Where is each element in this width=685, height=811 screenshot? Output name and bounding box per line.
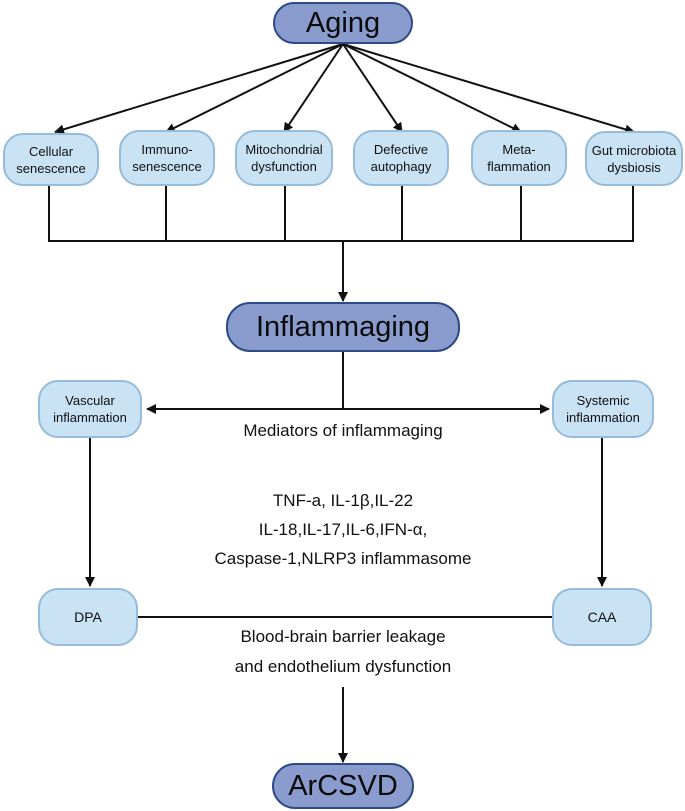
caa-node: CAA [552, 588, 652, 646]
arrow-aging-to-cellular [54, 43, 344, 135]
dpa-node: DPA [38, 588, 138, 646]
arrow-aging-to-mito [283, 43, 344, 133]
mediators-list: TNF-a, IL-1β,IL-22 IL-18,IL-17,IL-6,IFN-… [214, 491, 472, 568]
vascular-inflammation-node: Vascular inflammation [38, 380, 142, 438]
cause-immunosenescence: Immuno- senescence [119, 130, 215, 186]
inflammaging-node: Inflammaging [226, 302, 460, 352]
arrow-aging-to-immuno [165, 43, 344, 133]
cause-mitochondrial-dysfunction: Mitochondrial dysfunction [235, 130, 333, 186]
arrow-aging-to-autophagy [342, 43, 403, 133]
mediators-title: Mediators of inflammaging [243, 421, 443, 440]
cause-gut-microbiota-dysbiosis: Gut microbiota dysbiosis [585, 131, 683, 186]
cause-cellular-senescence: Cellular senescence [3, 133, 99, 186]
aging-node: Aging [273, 2, 413, 44]
cause-metaflammation: Meta- flammation [471, 130, 567, 186]
systemic-inflammation-node: Systemic inflammation [552, 380, 654, 438]
cause-defective-autophagy: Defective autophagy [353, 130, 449, 186]
arrow-aging-to-meta [342, 43, 522, 133]
arcsvd-node: ArCSVD [272, 763, 414, 809]
bbb-leakage-text: Blood-brain barrier leakage and endothel… [234, 627, 452, 676]
arrow-aging-to-gut [342, 43, 635, 135]
